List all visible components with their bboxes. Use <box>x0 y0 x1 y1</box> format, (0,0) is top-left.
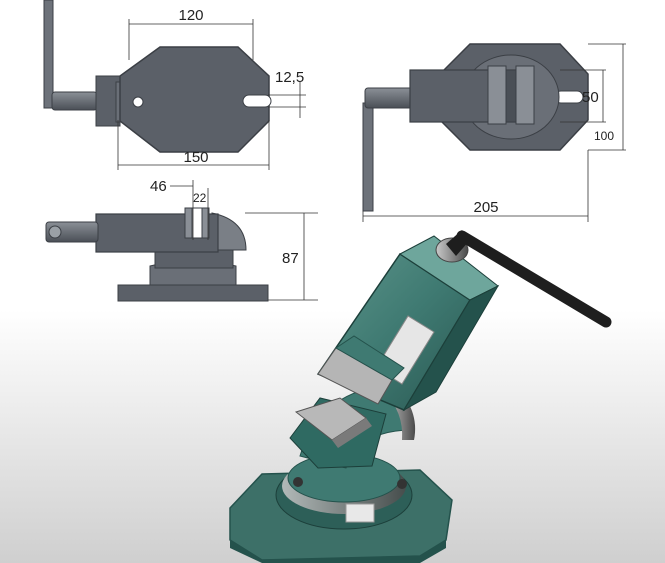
side-view-drawing: 46 22 87 <box>45 178 318 302</box>
vise-photo <box>229 230 612 563</box>
dim-overall-height: 100 <box>594 129 614 143</box>
dim-side-height: 87 <box>282 250 299 267</box>
dim-top-width: 120 <box>178 7 203 24</box>
dim-overall-length: 205 <box>473 199 498 216</box>
dim-top-overall: 150 <box>183 149 208 166</box>
dim-jaw-offset: 46 <box>150 178 167 195</box>
top-view-drawing: 120 12,5 150 <box>43 0 306 170</box>
dim-slot-width: 12,5 <box>275 69 304 86</box>
dim-jaw-width: 22 <box>193 191 207 205</box>
dim-jaw-height: 50 <box>582 89 599 106</box>
front-view-drawing: 50 100 205 <box>362 43 626 222</box>
